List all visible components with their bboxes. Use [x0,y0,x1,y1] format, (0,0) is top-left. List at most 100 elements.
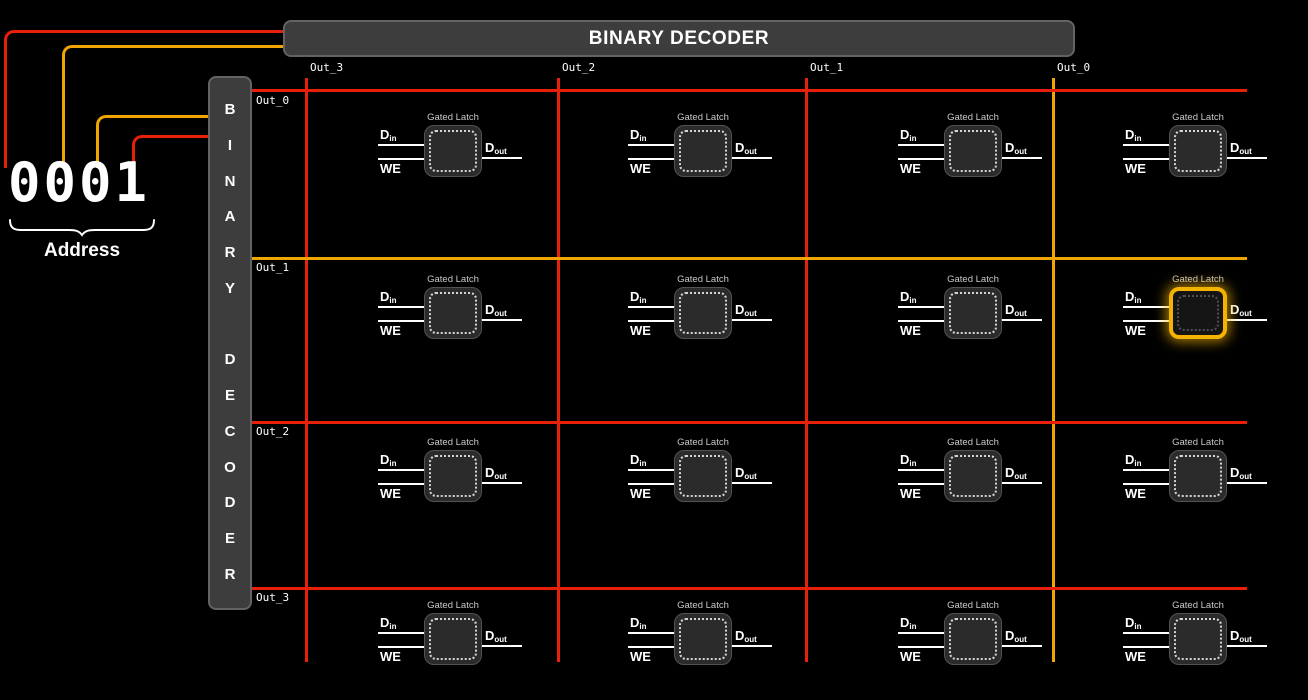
gated-latch-title: Gated Latch [947,600,999,611]
gated-latch-box [944,125,1002,177]
dout-label: Dout [1005,302,1027,318]
left-binary-decoder: B I N A R Y D E C O D E R [208,76,252,610]
we-pin: WE [628,320,674,339]
we-label: WE [380,161,401,176]
top-binary-decoder: BINARY DECODER [283,20,1075,57]
latch-cell: Gated Latch Din WE Dout [628,600,772,665]
din-label: Din [380,127,397,143]
we-label: WE [630,161,651,176]
dout-pin: Dout [1002,140,1042,159]
decoder-letter: C [224,422,236,440]
we-pin: WE [1123,320,1169,339]
column-label-out-3: Out_3 [310,61,344,74]
row-label-out-1: Out_1 [256,261,290,274]
gated-latch-box [424,125,482,177]
latch-left-pins: Din WE [628,287,674,339]
column-line-out-1 [805,78,808,662]
we-pin: WE [1123,646,1169,665]
column-label-out-0: Out_0 [1057,61,1091,74]
din-label: Din [1125,127,1142,143]
latch-left-pins: Din WE [378,287,424,339]
we-pin: WE [898,646,944,665]
dout-label: Dout [1230,302,1252,318]
din-pin: Din [1123,452,1169,471]
dout-pin: Dout [482,628,522,647]
row-label-out-0: Out_0 [256,94,290,107]
din-pin: Din [628,127,674,146]
latch-left-pins: Din WE [1123,450,1169,502]
row-line-out-3 [252,587,1247,590]
din-pin: Din [378,452,424,471]
latch-cell: Gated Latch Din WE Dout [1123,112,1267,177]
din-label: Din [900,289,917,305]
we-label: WE [630,486,651,501]
din-label: Din [900,452,917,468]
decoder-letter: N [224,172,236,190]
din-label: Din [630,615,647,631]
decoder-letter: I [227,137,233,155]
din-pin: Din [628,452,674,471]
latch-left-pins: Din WE [898,125,944,177]
address-brace [9,219,155,237]
gated-latch-title: Gated Latch [1172,274,1224,285]
gated-latch-title: Gated Latch [677,274,729,285]
gated-latch-title: Gated Latch [947,274,999,285]
decoder-letter: R [224,565,236,583]
dout-pin: Dout [1002,628,1042,647]
dout-label: Dout [1005,628,1027,644]
gated-latch-title: Gated Latch [1172,600,1224,611]
din-label: Din [630,127,647,143]
dout-pin: Dout [1227,302,1267,321]
din-pin: Din [1123,289,1169,308]
dout-label: Dout [1230,628,1252,644]
decoder-letter: E [224,387,235,405]
dout-label: Dout [485,302,507,318]
gated-latch-title: Gated Latch [427,112,479,123]
gated-latch-title: Gated Latch [947,112,999,123]
gated-latch-box [1169,287,1227,339]
gated-latch-box [424,450,482,502]
dout-pin: Dout [482,302,522,321]
we-pin: WE [1123,158,1169,177]
latch-left-pins: Din WE [1123,613,1169,665]
we-label: WE [900,649,921,664]
dout-label: Dout [735,140,757,156]
top-decoder-label: BINARY DECODER [588,27,770,49]
latch-left-pins: Din WE [628,450,674,502]
gated-latch-title: Gated Latch [427,437,479,448]
we-label: WE [380,323,401,338]
dout-pin: Dout [1002,302,1042,321]
decoder-letter: R [224,244,236,262]
dout-label: Dout [735,302,757,318]
row-line-out-2 [252,421,1247,424]
din-pin: Din [378,615,424,634]
latch-cell: Gated Latch Din WE Dout [1123,600,1267,665]
latch-dotted-border [429,292,477,334]
address-wire-bit1 [96,115,210,168]
we-label: WE [630,323,651,338]
latch-dotted-border [1177,295,1219,331]
we-label: WE [1125,486,1146,501]
address-wire-bit2 [62,45,285,168]
latch-dotted-border [679,455,727,497]
latch-dotted-border [949,618,997,660]
dout-pin: Dout [1227,465,1267,484]
latch-left-pins: Din WE [898,613,944,665]
gated-latch-box [674,125,732,177]
decoder-letter: Y [224,279,235,297]
decoder-letter: O [224,458,236,476]
gated-latch-title: Gated Latch [427,274,479,285]
we-label: WE [1125,649,1146,664]
latch-left-pins: Din WE [1123,287,1169,339]
latch-dotted-border [679,292,727,334]
gated-latch-box [944,287,1002,339]
din-pin: Din [898,127,944,146]
din-label: Din [380,289,397,305]
latch-dotted-border [429,455,477,497]
dout-label: Dout [1230,465,1252,481]
column-line-out-0 [1052,78,1055,662]
din-pin: Din [628,289,674,308]
dout-pin: Dout [732,465,772,484]
gated-latch-box [674,287,732,339]
